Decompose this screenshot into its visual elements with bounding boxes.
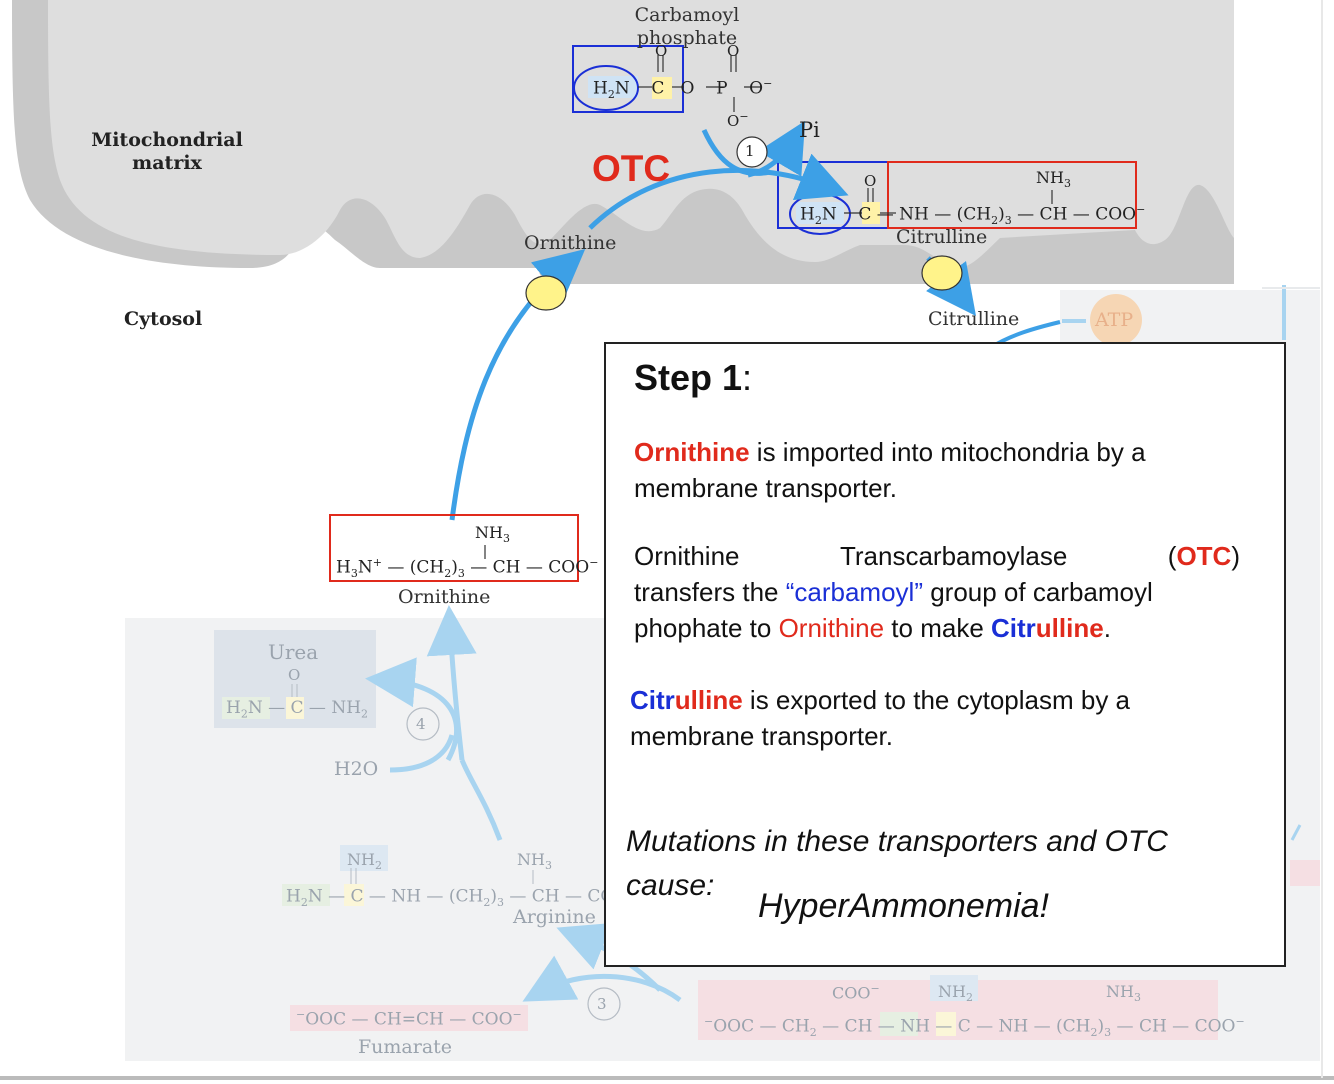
atp-label: ATP — [1095, 309, 1134, 331]
argininosuccinate-formula: −OOC — CH2 — CH — NH — C — NH — (CH2)3 —… — [704, 1015, 1245, 1040]
mitochondrial-matrix-label: Mitochondrial matrix — [82, 129, 252, 175]
carbamoyl-yellow-highlight — [652, 77, 672, 99]
p3-rest-line1: is exported to the cytoplasm by a — [742, 685, 1130, 715]
carbamoyl-label-line1: Carbamoyl — [634, 4, 740, 26]
arginine-formula: H2N — C — NH — (CH2)3 — CH — COO− — [286, 885, 638, 910]
citrulline-ornithine-box — [887, 161, 1137, 229]
arrow-water-in — [389, 734, 455, 773]
pi-label: Pi — [799, 118, 820, 142]
carbamoyl-box — [572, 45, 684, 113]
citrulline-transporter — [921, 255, 963, 291]
p2-citr-a: Citr — [991, 613, 1036, 643]
citrulline-cytosol-label: Citrulline — [928, 308, 1020, 330]
step-3-number: 3 — [597, 995, 607, 1013]
ornithine-box — [329, 514, 579, 582]
otc-label: OTC — [592, 148, 671, 189]
p2-paren-open: ( — [1167, 541, 1177, 571]
p2-l3-ornithine: Ornithine — [778, 613, 885, 643]
amine-circle-top — [573, 65, 639, 111]
fumarate-panel — [290, 1005, 528, 1031]
step-heading-text: Step 1 — [634, 357, 743, 398]
paragraph-ornithine-import: Ornithine is imported into mitochondria … — [634, 434, 1274, 506]
arrow-ornithine-to-citrulline — [588, 153, 849, 230]
step-heading: Step 1: — [634, 356, 752, 400]
step-heading-colon: : — [742, 357, 753, 398]
p2-l3-b: to make — [884, 613, 992, 643]
atp-circle — [1090, 294, 1142, 346]
p2-otc-paren: (OTC) — [1168, 538, 1240, 574]
carbamoyl-label-line2: phosphate — [636, 27, 738, 49]
arrow-to-fumarate — [522, 955, 682, 1003]
p2-paren-close: ) — [1231, 541, 1240, 571]
carbamoyl-phosphate-label: Carbamoyl phosphate — [614, 4, 760, 50]
step-4-number: 4 — [416, 715, 426, 733]
cytosol-label: Cytosol — [124, 308, 203, 330]
fumarate-label: Fumarate — [358, 1036, 453, 1058]
step-1-number: 1 — [745, 142, 755, 160]
arrow-pi-out — [747, 120, 806, 178]
ornithine-transporter — [525, 275, 567, 311]
step-1-info-box: Step 1: Ornithine is imported into mitoc… — [604, 342, 1286, 967]
urea-formula: H2N — C — NH2 — [226, 698, 369, 721]
matrix-label-line2: matrix — [132, 152, 202, 174]
water-label: H2O — [334, 758, 379, 780]
paragraph-otc-function: Ornithine Transcarbamoylase (OTC) transf… — [634, 538, 1240, 646]
paragraph-citrulline-export: Citrulline is exported to the cytoplasm … — [630, 682, 1270, 754]
paragraph-mutations: Mutations in these transporters and OTC … — [626, 820, 1168, 908]
p3-citr-b: ulline — [674, 685, 743, 715]
p2-l3-a: phophate to — [634, 613, 779, 643]
p1-ornithine-word: Ornithine — [634, 437, 750, 467]
arrow-to-urea — [365, 657, 459, 762]
ornithine-matrix-label: Ornithine — [524, 232, 617, 254]
carbamoyl-phosphate-formula: H2N C O P O− — [593, 77, 773, 102]
p2-l3-end: . — [1103, 613, 1111, 643]
matrix-label-line1: Mitochondrial — [91, 129, 243, 151]
p2-carbamoyl: “carbamoyl” — [785, 577, 923, 607]
citrulline-matrix-label: Citrulline — [896, 226, 988, 248]
p2-otc: OTC — [1176, 541, 1232, 571]
ornithine-formula: H3N+ — (CH2)3 — CH — COO− — [336, 556, 599, 581]
carbamoyl-amine-highlight — [588, 76, 638, 98]
arrow-to-ornithine — [426, 605, 477, 761]
p2-l2-b: group of carbamoyl — [922, 577, 1153, 607]
citrulline-formula: H2N C — NH — (CH2)3 — CH — COO− — [800, 203, 1146, 228]
p2-word-transcarbamoylase: Transcarbamoylase — [839, 541, 1068, 571]
step-4-circle — [406, 707, 440, 741]
p2-word-ornithine: Ornithine — [634, 541, 740, 571]
step-3-circle — [587, 987, 621, 1021]
arrow-arginine-up — [459, 759, 503, 841]
p2-l2-a: transfers the — [634, 577, 786, 607]
hyperammonemia-label: HyperAmmonemia! — [758, 887, 1049, 925]
ornithine-cytosol-label: Ornithine — [398, 586, 491, 608]
p4-line2: cause: — [626, 869, 715, 902]
p3-line2: membrane transporter. — [630, 721, 894, 751]
step-1-circle — [736, 136, 768, 168]
arginine-label: Arginine — [513, 906, 596, 928]
p3-citr-a: Citr — [630, 685, 675, 715]
fumarate-formula: −OOC — CH=CH — COO− — [296, 1008, 522, 1030]
p1-line2: membrane transporter. — [634, 473, 898, 503]
urea-label: Urea — [268, 640, 319, 664]
citrulline-yellow-highlight — [862, 202, 880, 224]
p1-rest-line1: is imported into mitochondria by a — [756, 437, 1146, 467]
p2-citr-b: ulline — [1035, 613, 1104, 643]
p4-line1: Mutations in these transporters and OTC — [626, 825, 1168, 858]
